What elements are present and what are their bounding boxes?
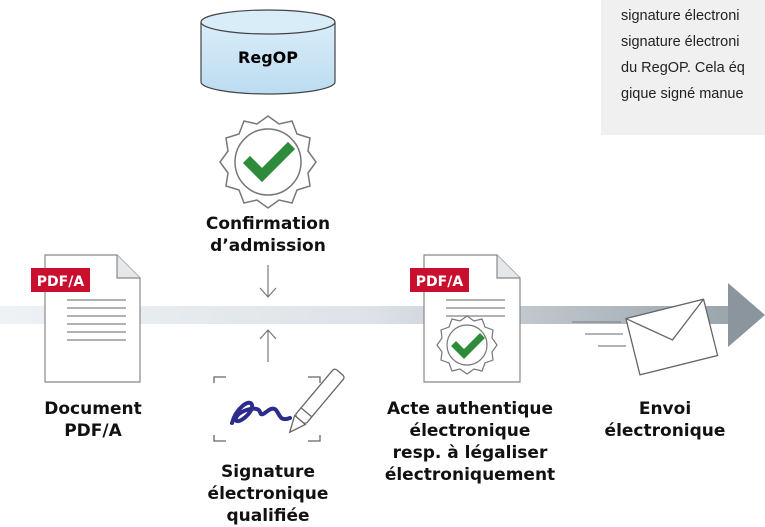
signature-label: Signature électronique qualifiée — [207, 462, 329, 526]
info-line-2: signature électroni — [621, 34, 740, 50]
envoi-label: Envoi électronique — [604, 399, 726, 441]
flow-bar — [0, 283, 765, 347]
acte-label: Acte authentique électronique resp. à lé… — [384, 399, 556, 485]
flow-arrowhead — [728, 283, 765, 347]
confirmation-label: Confirmation d’admission — [205, 214, 331, 256]
pdf-badge-middle: PDF/A — [416, 274, 464, 290]
signature-pen-icon — [213, 368, 345, 442]
regop-database-icon — [200, 9, 336, 95]
approval-seal-icon — [219, 115, 317, 209]
info-box: signature électroni signature électroni … — [601, 0, 765, 135]
pdf-document-icon — [31, 254, 141, 383]
acte-seal-icon — [436, 315, 498, 375]
regop-label: RegOP — [238, 48, 298, 67]
info-line-4: gique signé manue — [621, 86, 744, 102]
info-line-1: signature électroni — [621, 8, 740, 24]
arrow-down-connector — [259, 265, 277, 298]
info-line-3: du RegOP. Cela éq — [621, 60, 745, 76]
envelope-icon — [572, 298, 719, 376]
pdf-badge-left: PDF/A — [37, 274, 85, 290]
arrow-up-connector — [259, 329, 277, 362]
document-label: Document PDF/A — [44, 399, 142, 441]
